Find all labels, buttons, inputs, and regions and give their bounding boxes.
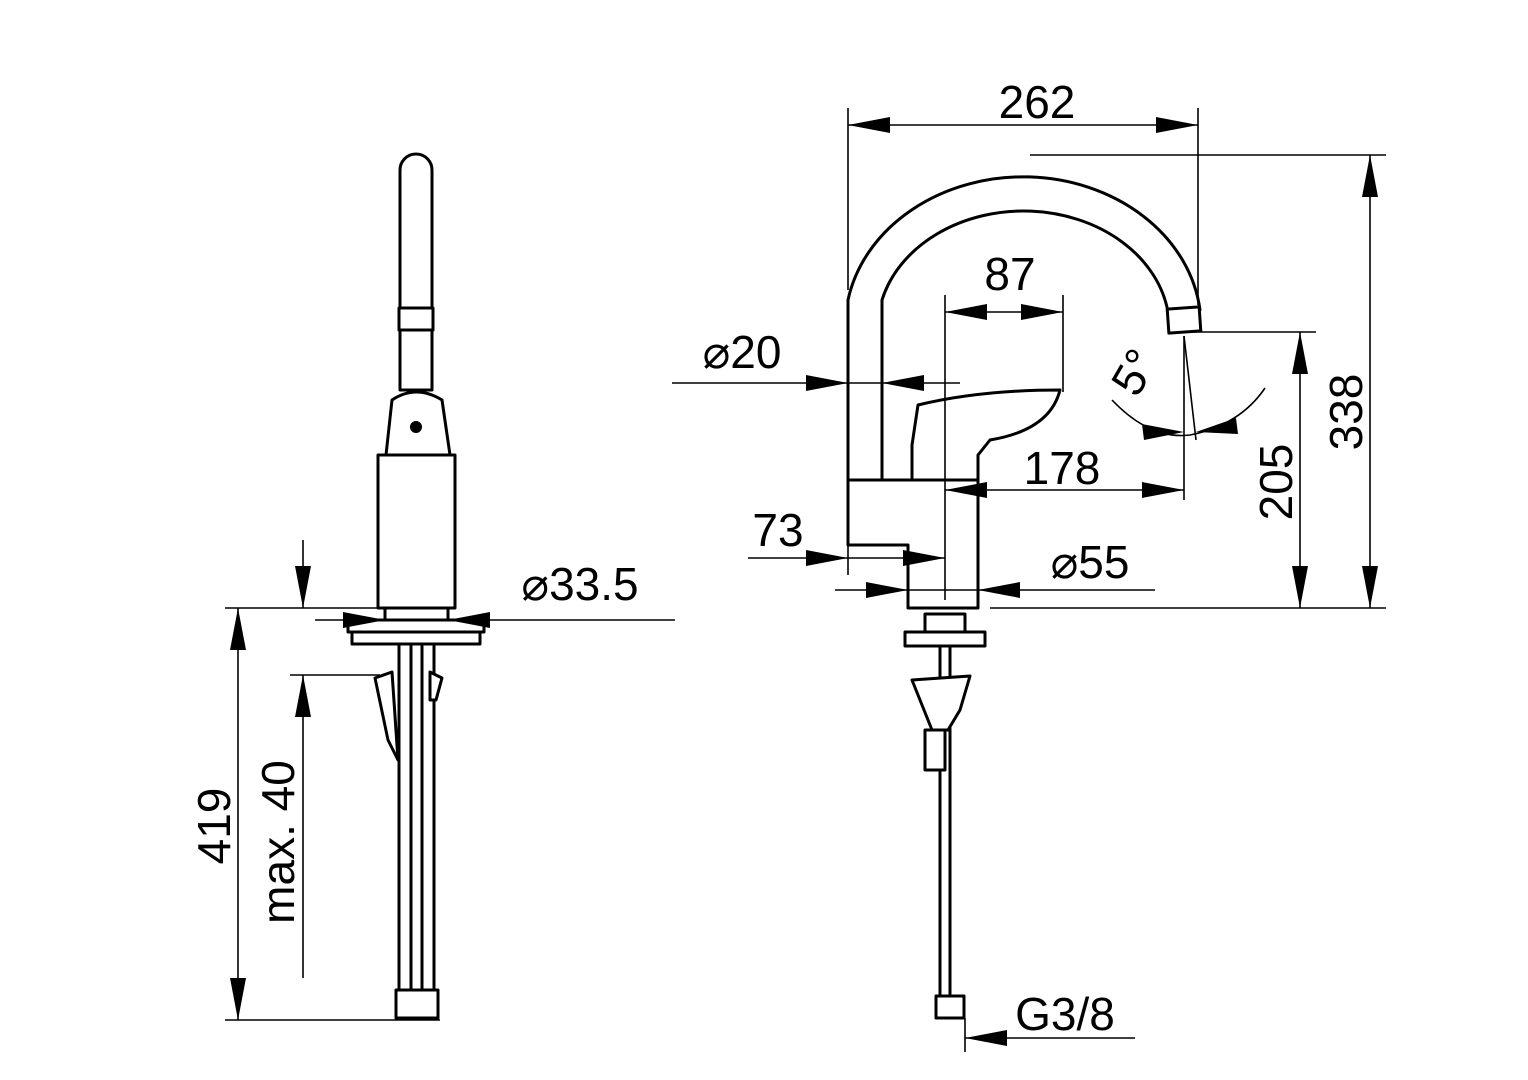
dim-178-label: 178 — [1024, 442, 1101, 494]
dim-419-label: 419 — [188, 788, 240, 865]
dim-205-label: 205 — [1250, 444, 1302, 521]
connection-g3-8-label: G3/8 — [1015, 988, 1115, 1040]
dimension-lines — [225, 108, 1386, 1052]
dim-87-label: 87 — [984, 248, 1035, 300]
dim-5deg-label: 5° — [1101, 340, 1168, 404]
dim-338-label: 338 — [1320, 374, 1372, 451]
dim-dia55-label: ⌀55 — [1051, 536, 1130, 588]
dim-max40-label: max. 40 — [252, 760, 304, 924]
dim-73-label: 73 — [752, 504, 803, 556]
front-view-faucet — [846, 175, 1203, 1020]
dim-dia20-label: ⌀20 — [703, 326, 782, 378]
side-view-faucet — [346, 152, 486, 1020]
dim-dia33-5-label: ⌀33.5 — [521, 558, 638, 610]
dim-262-label: 262 — [999, 76, 1076, 128]
